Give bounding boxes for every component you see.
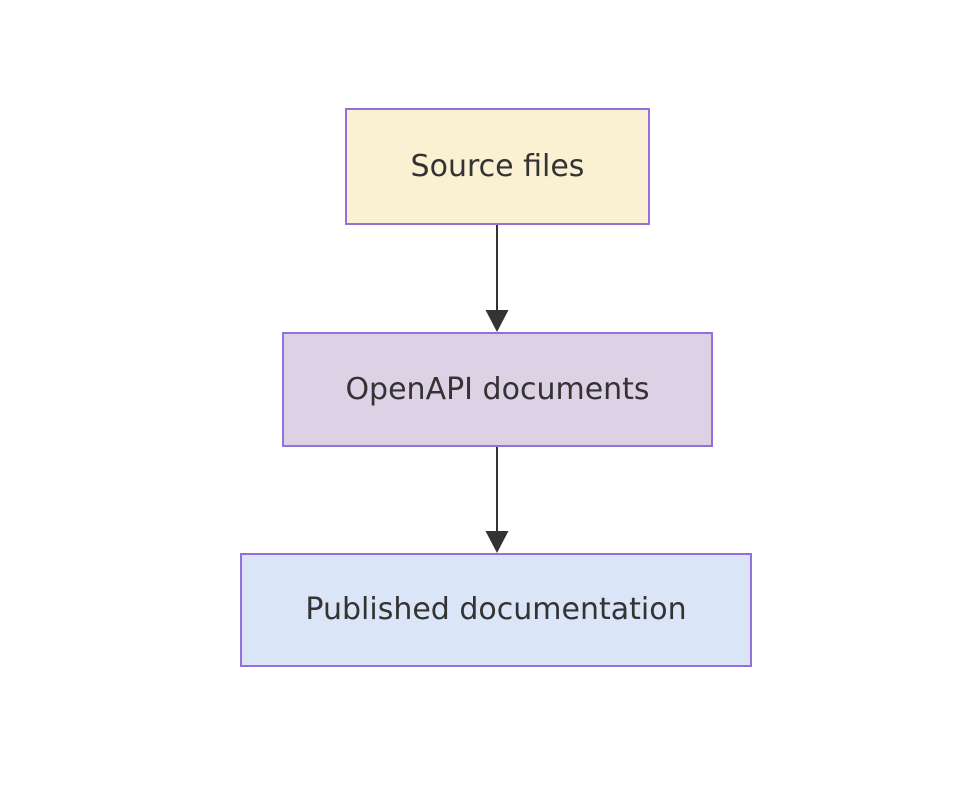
node-label: Published documentation xyxy=(305,592,687,627)
node-label: Source files xyxy=(410,148,585,184)
node-published-documentation: Published documentation xyxy=(240,553,752,667)
node-source-files: Source files xyxy=(345,108,650,225)
node-openapi-documents: OpenAPI documents xyxy=(282,332,713,447)
edge-openapi-to-published xyxy=(485,447,509,553)
arrowhead-icon xyxy=(485,531,509,553)
edge-source-to-openapi xyxy=(485,225,509,332)
arrowhead-icon xyxy=(485,310,509,332)
node-label: OpenAPI documents xyxy=(345,371,650,407)
